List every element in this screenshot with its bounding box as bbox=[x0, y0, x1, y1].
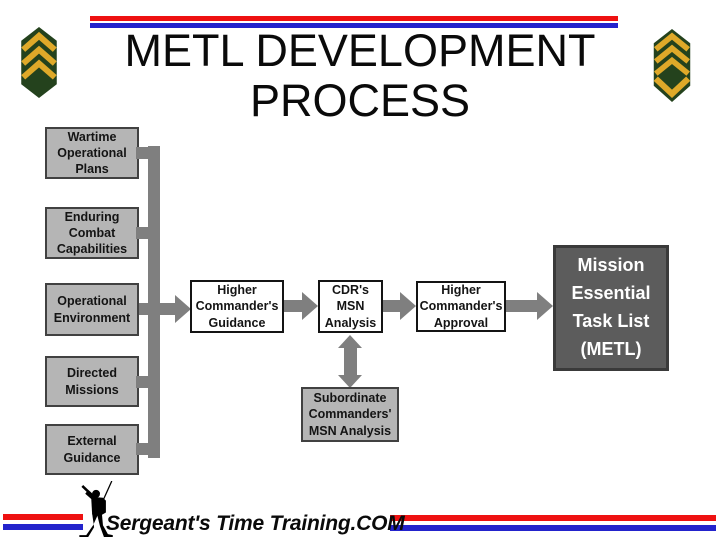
stub-external bbox=[136, 443, 150, 455]
footer-right-red-stripe bbox=[390, 515, 716, 521]
box-higher-commanders-approval: Higher Commander's Approval bbox=[416, 281, 506, 332]
input-collector-line bbox=[148, 146, 160, 458]
stub-enduring bbox=[136, 227, 150, 239]
stub-directed bbox=[136, 376, 150, 388]
footer-brand-text: Sergeant's Time Training.COM bbox=[106, 512, 405, 535]
box-higher-commanders-guidance: Higher Commander's Guidance bbox=[190, 280, 284, 333]
top-red-stripe bbox=[90, 16, 618, 21]
footer-right-blue-stripe bbox=[390, 525, 716, 531]
soldier-silhouette-icon bbox=[79, 481, 113, 538]
footer-left-red-stripe bbox=[3, 514, 83, 520]
stub-wartime bbox=[136, 147, 150, 159]
box-external-guidance: External Guidance bbox=[45, 424, 139, 475]
box-operational-environment: Operational Environment bbox=[45, 283, 139, 336]
footer-left-blue-stripe bbox=[3, 524, 83, 530]
box-subordinate-commanders-msn-analysis: Subordinate Commanders' MSN Analysis bbox=[301, 387, 399, 442]
staff-sergeant-rank-icon bbox=[653, 29, 691, 102]
box-mission-essential-task-list: Mission Essential Task List (METL) bbox=[553, 245, 669, 371]
box-directed-missions: Directed Missions bbox=[45, 356, 139, 407]
box-wartime-operational-plans: Wartime Operational Plans bbox=[45, 127, 139, 179]
box-enduring-combat-capabilities: Enduring Combat Capabilities bbox=[45, 207, 139, 259]
sergeant-rank-icon bbox=[21, 26, 57, 99]
page-title: METL DEVELOPMENT PROCESS bbox=[124, 25, 596, 126]
top-blue-stripe bbox=[90, 23, 618, 28]
box-cdrs-msn-analysis: CDR's MSN Analysis bbox=[318, 280, 383, 333]
